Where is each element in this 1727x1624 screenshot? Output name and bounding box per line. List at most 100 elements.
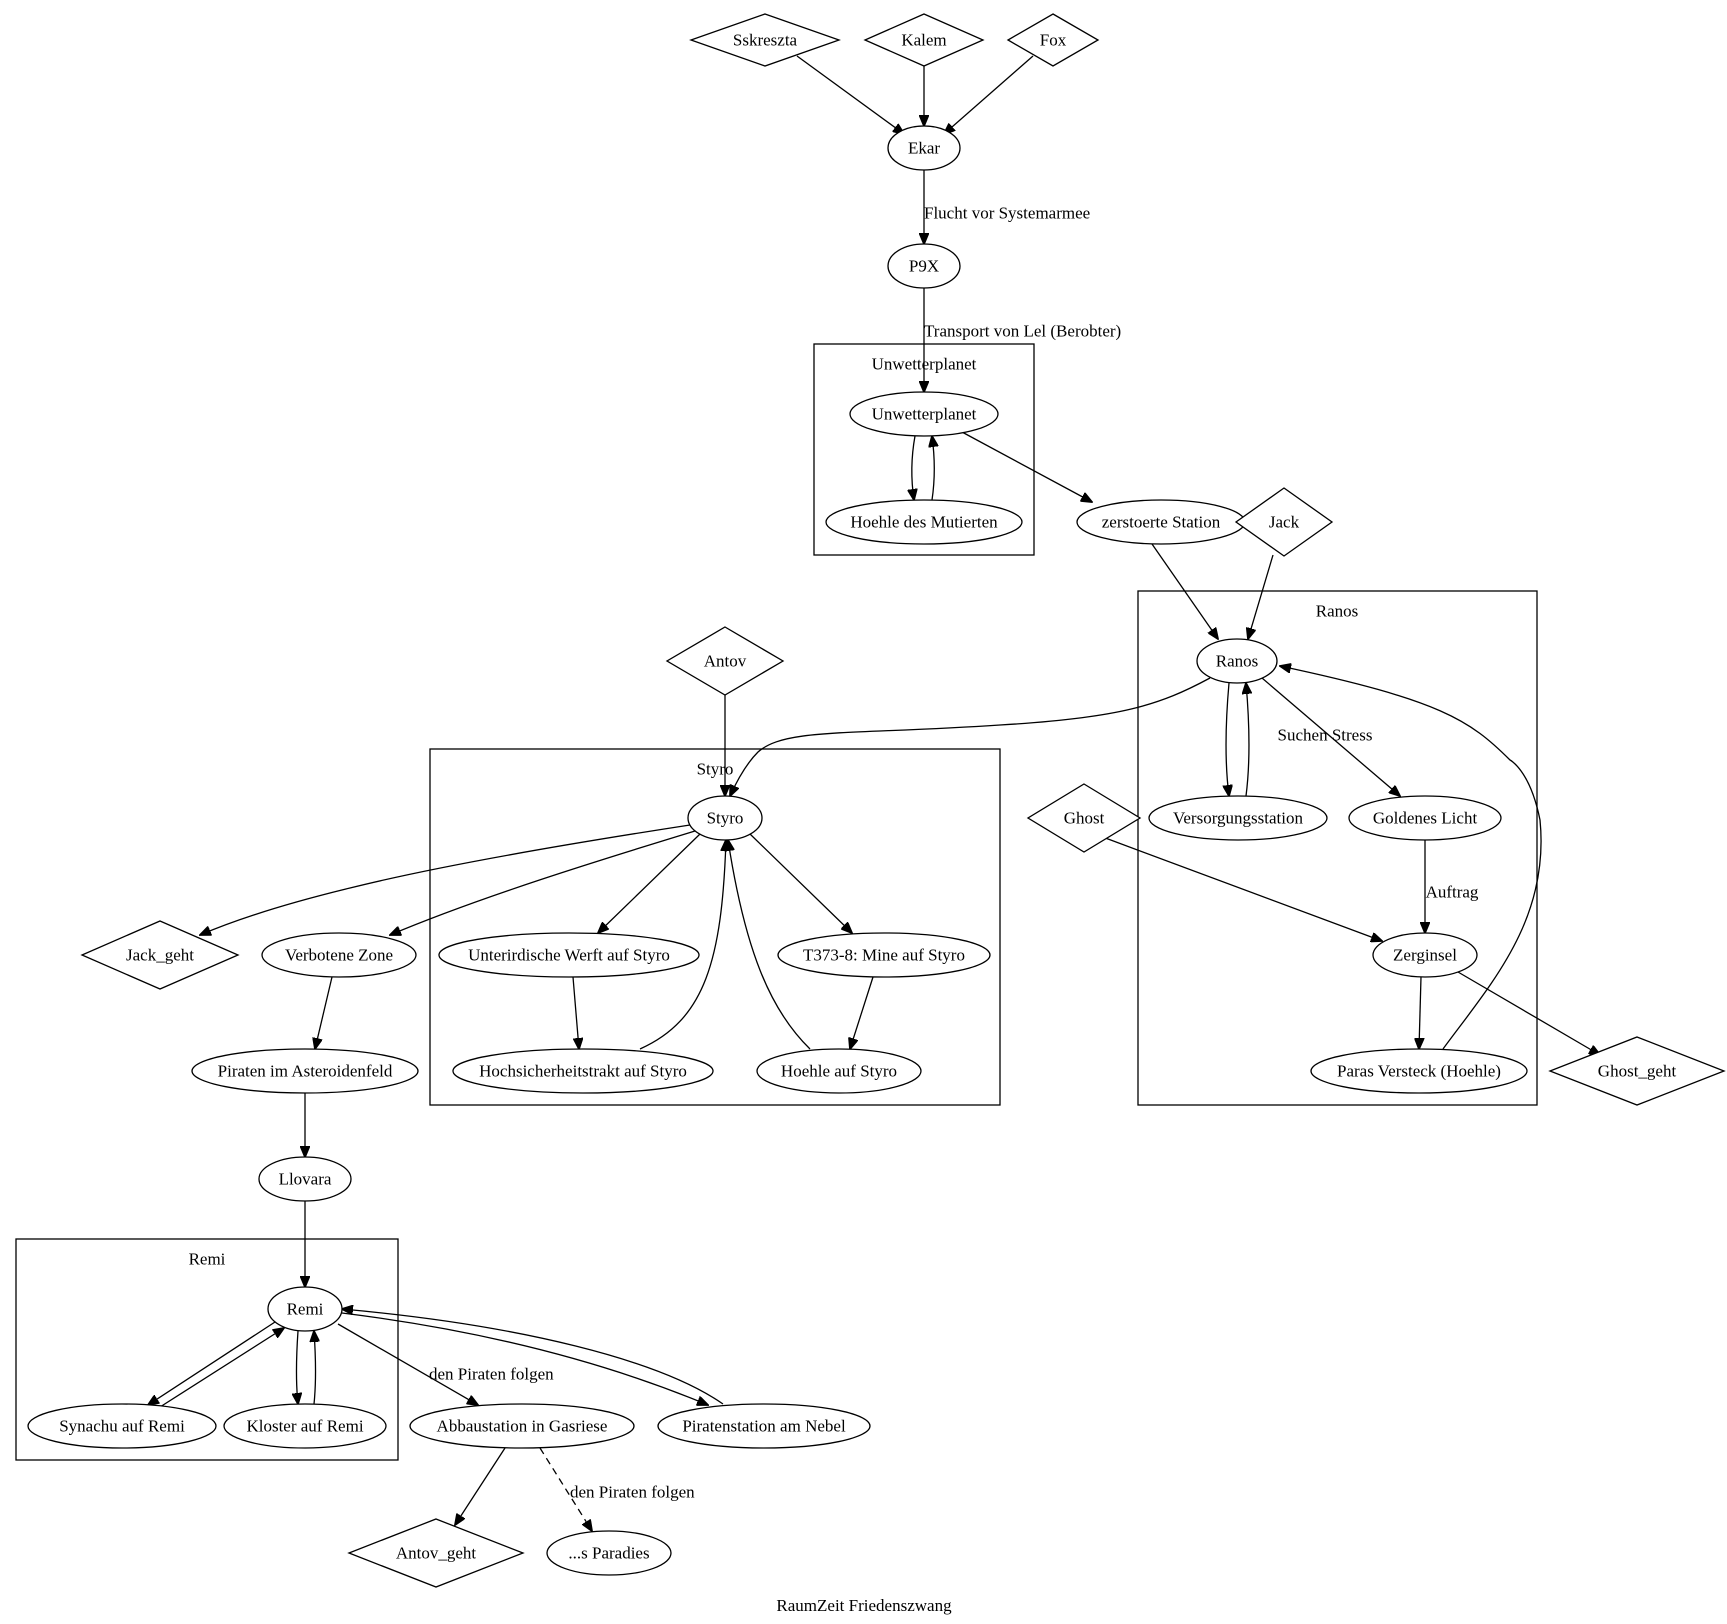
ellipse-shape [825, 499, 1023, 545]
node-label: Unwetterplanet [872, 405, 977, 424]
node-ranos[interactable]: Ranos [1196, 638, 1278, 684]
node-label: Versorgungsstation [1173, 809, 1304, 828]
edge-hoehle_mutierten-to-unwetterplanet [932, 436, 934, 501]
node-label: Synachu auf Remi [59, 1417, 185, 1436]
node-antov_geht[interactable]: Antov_geht [347, 1518, 525, 1588]
node-label: ...s Paradies [568, 1544, 649, 1563]
edge-label-e4: Flucht vor Systemarmee [924, 204, 1090, 223]
cluster-c_styro: Styro [429, 748, 1001, 1106]
ellipse-shape [1196, 638, 1278, 684]
node-versorgungsstation[interactable]: Versorgungsstation [1148, 795, 1328, 841]
edge-zerginsel-to-paras_versteck [1419, 976, 1421, 1049]
node-styro[interactable]: Styro [687, 795, 763, 841]
node-label: zerstoerte Station [1102, 513, 1221, 532]
edge-piratenstation-to-remi [342, 1309, 724, 1405]
edge-label-e14: Suchen Stress [1278, 726, 1373, 745]
edge-jack-to-ranos [1248, 554, 1274, 639]
diamond-shape [347, 1518, 525, 1588]
diamond-shape [665, 626, 785, 696]
edge-verbotene_zone-to-piraten_asteroidenfeld [315, 976, 333, 1049]
node-label: Verbotene Zone [285, 946, 393, 965]
ellipse-shape [1348, 795, 1502, 841]
diamond-shape [863, 13, 985, 67]
node-llovara[interactable]: Llovara [258, 1156, 352, 1202]
cluster-label: Ranos [1316, 602, 1359, 621]
node-synachu[interactable]: Synachu auf Remi [27, 1403, 217, 1449]
node-label: Jack [1269, 513, 1300, 532]
ellipse-shape [887, 243, 961, 289]
cluster-label: Remi [189, 1250, 226, 1269]
edge-sskreszta-to-ekar [796, 55, 904, 134]
edge-styro-to-jack_geht [200, 824, 691, 935]
node-label: Fox [1040, 31, 1067, 50]
node-sskreszta[interactable]: Sskreszta [689, 13, 841, 67]
node-werft[interactable]: Unterirdische Werft auf Styro [438, 932, 700, 978]
edge-fox-to-ekar [944, 55, 1034, 134]
node-hoehle_styro[interactable]: Hoehle auf Styro [756, 1048, 922, 1094]
diamond-shape [80, 920, 240, 990]
ellipse-shape [657, 1403, 871, 1449]
ellipse-shape [409, 1403, 635, 1449]
node-kalem[interactable]: Kalem [863, 13, 985, 67]
node-mine[interactable]: T373-8: Mine auf Styro [777, 932, 991, 978]
ellipse-shape [1148, 795, 1328, 841]
node-p9x[interactable]: P9X [887, 243, 961, 289]
cluster-box [1137, 590, 1538, 1106]
node-paras_versteck[interactable]: Paras Versteck (Hoehle) [1310, 1048, 1528, 1094]
node-jack[interactable]: Jack [1234, 487, 1334, 557]
edge-styro-to-verbotene_zone [390, 830, 696, 935]
edge-remi-to-abbaustation [337, 1323, 478, 1405]
node-fox[interactable]: Fox [1006, 13, 1100, 67]
edge-ranos-to-versorgungsstation [1226, 682, 1229, 796]
node-label: Piraten im Asteroidenfeld [218, 1062, 393, 1081]
node-label: P9X [909, 257, 939, 276]
node-remi[interactable]: Remi [267, 1286, 343, 1332]
node-kloster[interactable]: Kloster auf Remi [223, 1403, 387, 1449]
node-label: Goldenes Licht [1373, 809, 1478, 828]
node-label: Sskreszta [733, 31, 798, 50]
edge-hoehle_styro-to-styro [728, 840, 811, 1050]
cluster-c_ranos: Ranos [1137, 590, 1538, 1106]
node-verbotene_zone[interactable]: Verbotene Zone [261, 932, 417, 978]
node-label: Paras Versteck (Hoehle) [1337, 1062, 1501, 1081]
node-goldenes_licht[interactable]: Goldenes Licht [1348, 795, 1502, 841]
node-zerginsel[interactable]: Zerginsel [1372, 932, 1478, 978]
node-label: Hoehle des Mutierten [850, 513, 998, 532]
edge-remi-to-piratenstation [341, 1312, 708, 1405]
diamond-shape [1006, 13, 1100, 67]
ellipse-shape [887, 125, 961, 171]
edge-synachu-to-remi [159, 1328, 284, 1408]
cluster-label: Styro [697, 760, 734, 779]
edge-label-e40: den Piraten folgen [570, 1483, 695, 1502]
node-hoehle_mutierten[interactable]: Hoehle des Mutierten [825, 499, 1023, 545]
ellipse-shape [267, 1286, 343, 1332]
edge-ghost-to-zerginsel [1099, 835, 1382, 941]
node-label: Unterirdische Werft auf Styro [468, 946, 670, 965]
node-piraten_asteroidenfeld[interactable]: Piraten im Asteroidenfeld [191, 1048, 419, 1094]
edge-label-e36: den Piraten folgen [429, 1365, 554, 1384]
node-label: Llovara [279, 1170, 332, 1189]
graph-title: RaumZeit Friedenszwang [776, 1596, 952, 1615]
ellipse-shape [687, 795, 763, 841]
node-antov[interactable]: Antov [665, 626, 785, 696]
edge-unwetterplanet-to-hoehle_mutierten [912, 435, 915, 500]
node-jack_geht[interactable]: Jack_geht [80, 920, 240, 990]
node-ghost_geht[interactable]: Ghost_geht [1548, 1036, 1726, 1106]
ellipse-shape [258, 1156, 352, 1202]
edge-mine-to-hoehle_styro [850, 976, 874, 1049]
node-ekar[interactable]: Ekar [887, 125, 961, 171]
node-unwetterplanet[interactable]: Unwetterplanet [849, 391, 999, 437]
ellipse-shape [452, 1048, 714, 1094]
node-abbaustation[interactable]: Abbaustation in Gasriese [409, 1403, 635, 1449]
ellipse-shape [27, 1403, 217, 1449]
node-zerstoerte_station[interactable]: zerstoerte Station [1076, 499, 1246, 545]
node-piratenstation[interactable]: Piratenstation am Nebel [657, 1403, 871, 1449]
node-hochsicherheitstrakt[interactable]: Hochsicherheitstrakt auf Styro [452, 1048, 714, 1094]
edge-abbaustation-to-antov_geht [455, 1447, 506, 1525]
node-ghost[interactable]: Ghost [1026, 783, 1142, 853]
node-paradies[interactable]: ...s Paradies [546, 1530, 672, 1576]
